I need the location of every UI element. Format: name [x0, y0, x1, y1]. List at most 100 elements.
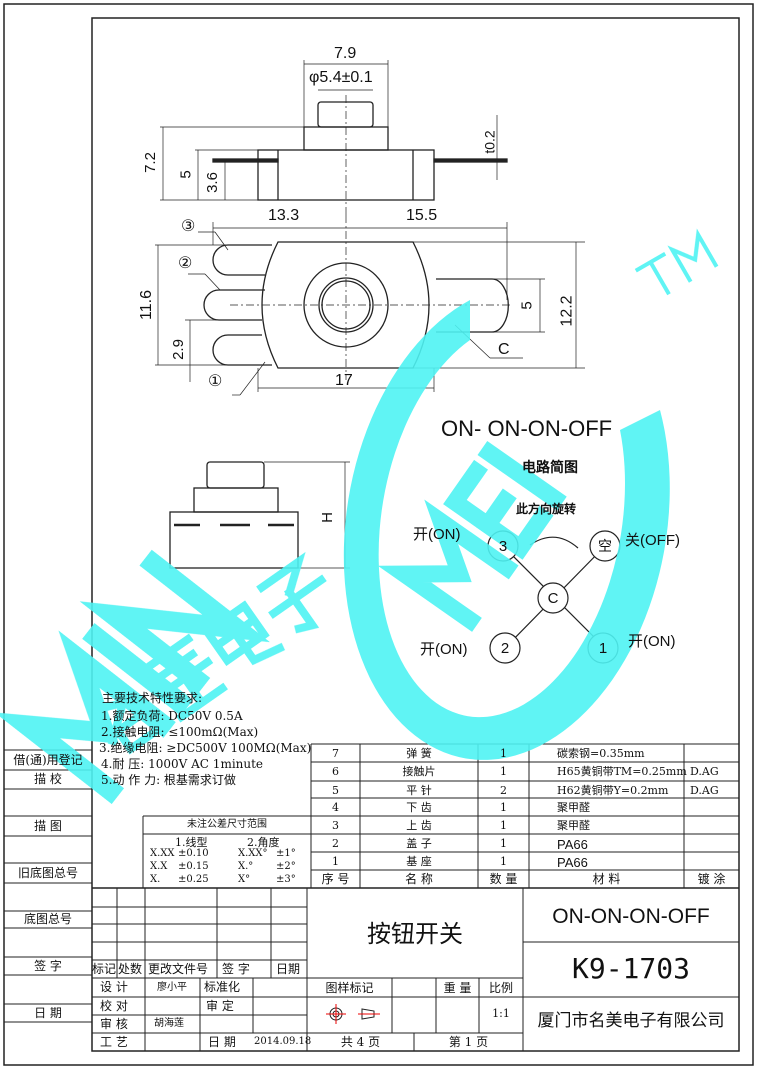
parts-cell: 接触片 [402, 765, 436, 778]
switch-type: ON-ON-ON-OFF [552, 905, 710, 928]
date-label: 日 期 [208, 1035, 236, 1049]
dim-thickness: t0.2 [481, 130, 498, 154]
tolerance-cell: X.XX° [238, 848, 268, 859]
tolerance-cell: ±2° [276, 861, 296, 872]
parts-cell: 2 [332, 837, 339, 850]
tolerance-cell: ±0.15 [178, 861, 209, 872]
dim-body-height: 5 [177, 170, 195, 179]
circuit-title: ON- ON-ON-OFF [441, 416, 613, 441]
parts-cell: 7 [332, 747, 339, 760]
dim-right: 15.5 [406, 207, 438, 224]
parts-header: 材 料 [592, 872, 621, 886]
dim-height-left: 11.6 [137, 290, 155, 320]
rev-count: 处数 [118, 962, 143, 976]
label-on-2: 开(ON) [420, 641, 468, 658]
parts-cell: 1 [332, 855, 339, 868]
strip-trace-check: 描 校 [34, 772, 62, 786]
rev-sign: 签 字 [222, 962, 250, 976]
parts-header: 名 称 [405, 872, 433, 886]
parts-cell: 5 [332, 784, 339, 797]
dim-collar-width: 7.9 [334, 45, 357, 62]
tolerance-col1: 1.线型 [175, 836, 208, 849]
page-number: 第 1 页 [448, 1035, 489, 1049]
parts-cell: PA66 [557, 837, 588, 852]
tolerance-cell: ±3° [276, 874, 296, 885]
standard-label: 标准化 [204, 980, 241, 994]
dim-height-right: 12.2 [558, 295, 576, 327]
parts-cell: 2 [500, 784, 507, 797]
rev-mark: 标记 [92, 962, 117, 976]
scale-value: 1:1 [492, 1007, 510, 1020]
parts-header: 序 号 [321, 872, 350, 886]
spec-item: 3.绝缘电阻: ≥DC500V 100MΩ(Max) [99, 741, 312, 755]
parts-cell: 上 齿 [406, 819, 432, 832]
dim-left: 13.3 [268, 207, 300, 224]
dim-right-pin: 5 [518, 301, 536, 310]
strip-trace: 描 图 [34, 819, 62, 833]
parts-cell: 碳索钢=0.35mm [557, 747, 645, 760]
node-3: 3 [498, 538, 508, 555]
company-name: 厦门市名美电子有限公司 [537, 1011, 725, 1031]
mingmei-watermark [0, 228, 719, 805]
node-2: 2 [500, 640, 510, 657]
node-c: C [547, 590, 559, 607]
parts-cell: H65黄铜带TM=0.25mm [557, 765, 687, 778]
rev-date: 日期 [276, 962, 301, 976]
parts-cell: 平 针 [406, 784, 432, 797]
strip-old-base-number: 旧底图总号 [17, 866, 78, 880]
dim-pin-pitch: 2.9 [169, 339, 187, 360]
design-label: 设 计 [100, 980, 128, 994]
parts-cell: 聚甲醛 [557, 819, 590, 832]
dim-diameter: φ5.4±0.1 [309, 69, 373, 86]
dim-h: H [318, 512, 336, 523]
tolerance-cell: ±1° [276, 848, 296, 859]
pin-3-label: ③ [181, 218, 196, 235]
dim-total-height: 7.2 [141, 152, 159, 173]
tolerance-title: 未注公差尺寸范围 [187, 819, 267, 830]
parts-cell: 1 [500, 801, 507, 814]
product-name: 按钮开关 [367, 920, 463, 948]
spec-item: 4.耐 压: 1000V AC 1minute [101, 757, 264, 771]
tolerance-cell: X.X [150, 861, 168, 872]
dim-pin-height: 3.6 [203, 172, 221, 193]
top-elevation-view [160, 60, 508, 215]
node-off: 空 [598, 538, 612, 554]
strip-borrow-register: 借(通)用登记 [13, 753, 83, 767]
tolerance-cell: X.XX [150, 848, 175, 859]
parts-cell: 弹 簧 [406, 747, 432, 760]
spec-item: 2.接触电阻: ≤100mΩ(Max) [101, 725, 259, 739]
parts-cell: 1 [500, 837, 507, 850]
tolerance-cell: X.° [238, 861, 254, 872]
parts-cell: 1 [500, 819, 507, 832]
parts-cell: 盖 子 [406, 837, 432, 850]
parts-cell: D.AG [690, 765, 719, 778]
approve-label: 审 定 [206, 999, 234, 1013]
parts-cell: 4 [332, 801, 339, 814]
check-label: 校 对 [100, 999, 128, 1013]
parts-cell: 1 [500, 747, 507, 760]
strip-date: 日 期 [34, 1006, 62, 1020]
tolerance-cell: ±0.10 [178, 848, 209, 859]
process-label: 工 艺 [100, 1035, 128, 1049]
specs-title: 主要技术特性要求: [102, 691, 203, 705]
part-number: K9-1703 [571, 952, 690, 985]
parts-cell: D.AG [690, 784, 719, 797]
tolerance-cell: X° [238, 874, 251, 885]
parts-cell: 基 座 [406, 855, 432, 868]
label-on-1: 开(ON) [628, 633, 676, 650]
parts-header: 镀 涂 [697, 872, 726, 886]
parts-cell: 下 齿 [406, 801, 432, 814]
reviewer: 胡海莲 [154, 1018, 184, 1029]
parts-cell: 聚甲醛 [557, 801, 590, 814]
parts-cell: H62黄铜带Y=0.2mm [557, 784, 669, 797]
designer: 廖小平 [157, 982, 187, 993]
side-view [169, 461, 350, 569]
tolerance-col2: 2.角度 [247, 836, 280, 849]
tolerance-cell: ±0.25 [178, 874, 209, 885]
spec-item: 5.动 作 力: 根基需求订做 [101, 773, 236, 787]
parts-cell: 3 [332, 819, 339, 832]
spec-item: 1.额定负荷: DC50V 0.5A [101, 709, 243, 723]
rev-doc: 更改文件号 [148, 962, 209, 976]
parts-cell: 1 [500, 765, 507, 778]
review-label: 审 核 [100, 1017, 128, 1031]
